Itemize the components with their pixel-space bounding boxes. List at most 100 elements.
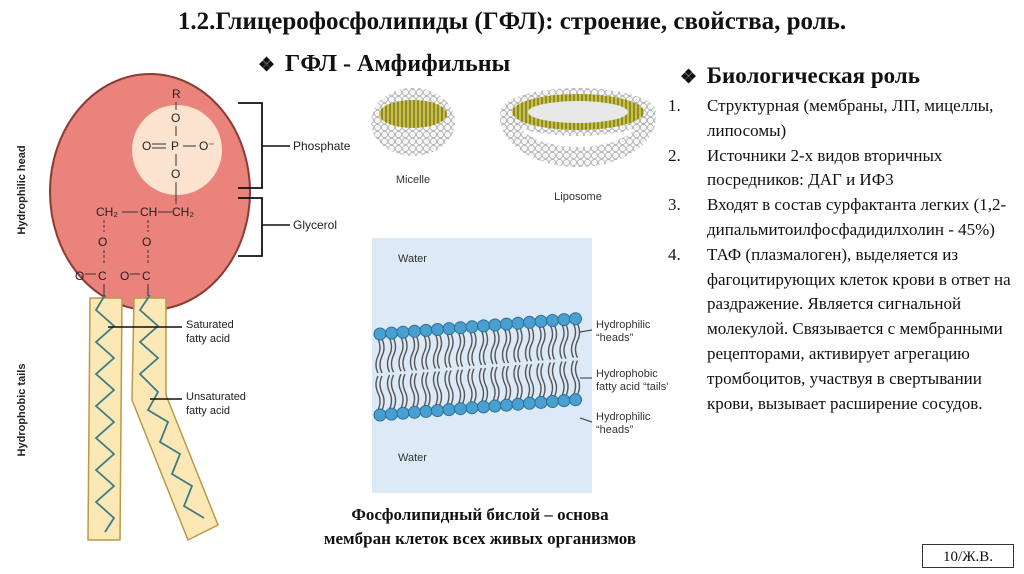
tails-label-line1: Hydrophobic [596,368,658,380]
lipid-tail [501,365,508,401]
lipid-tail [528,363,535,399]
slide-number: 10/Ж.В. [922,544,1014,568]
lipid-tail [471,368,477,404]
lipid-head [373,327,387,341]
lipid-tail [574,323,581,359]
lipid-head [477,400,490,414]
list-item: 1.Структурная (мембраны, ЛП, мицеллы, ли… [668,96,994,140]
lipid-tail [398,336,404,372]
lipid-tail [386,337,393,373]
subtitle-text: ГФЛ - Амфифильны [285,51,511,77]
lipid-tail [574,360,581,395]
lipid-head [569,312,582,326]
lipid-head [557,394,571,408]
liposome-interior [528,101,628,123]
heads-bottom-label-line2: “heads” [596,424,634,436]
unsaturated-label-line1: Unsaturated [186,391,246,403]
svg-text:CH₂: CH₂ [96,205,118,219]
subtitle: ❖ ГФЛ - Амфифильны [258,51,510,78]
svg-text:CH: CH [140,205,157,219]
lipid-tail [432,334,439,369]
lipid-tail [494,366,500,402]
lipid-head [523,315,536,329]
heads-top-label-line1: Hydrophilic [596,319,651,331]
lipid-head [511,316,525,330]
lipid-tail [536,363,542,398]
svg-text:P: P [171,139,179,153]
list-item: 4.ТАФ (плазмалоген), выделяется из фагоц… [668,244,1011,413]
lipid-tail [505,365,512,401]
lipid-head [488,318,502,332]
water-background [372,238,592,493]
lipid-tail [467,331,473,367]
lipid-tail [390,374,397,410]
lipid-head [373,408,387,422]
lipid-head [408,324,421,338]
lipid-tail [513,327,519,363]
lipid-head [454,402,467,416]
lipid-tail [563,324,569,359]
lipid-tail [478,330,485,366]
lipid-head [465,401,479,415]
lipid-tail [570,323,577,359]
svg-text:C: C [98,269,107,283]
lipid-tail [379,338,385,374]
bottom-heads-row [373,393,582,422]
micelle-liposome-diagram: Micelle Liposome [371,88,656,203]
lipid-tail [501,328,508,364]
lipid-tail [448,333,454,368]
lipid-tail [390,337,397,373]
hydrophilic-head-label: Hydrophilic head [16,145,28,234]
lipid-head [385,326,398,340]
lipid-head [419,404,433,418]
lipid-tail [386,374,393,410]
lipid-tail [536,326,542,361]
lipid-tail [379,375,385,411]
lipid-head [546,314,559,327]
lipid-tail [551,362,558,397]
lipid-tail [402,373,408,409]
lipid-tail [421,335,427,370]
lipid-head [419,323,433,337]
lipid-tail [413,336,420,371]
lipid-tail [547,362,554,397]
lipid-tail [490,366,496,402]
lipid-head [431,404,444,417]
lipid-tail [455,332,462,368]
svg-text:O: O [75,269,84,283]
lipid-tail [436,334,443,369]
water-bottom-label: Water [398,452,427,464]
lipid-tail [513,364,519,400]
lipid-head [500,398,513,412]
lipid-head [546,395,559,408]
lipid-head [534,395,548,409]
lipid-tail [425,372,431,407]
lipid-tail [540,326,546,361]
lipid-head [408,405,421,419]
heads-top-label-line2: “heads” [596,332,634,344]
lipid-tail [467,368,473,404]
lipid-tail [413,372,420,408]
lipid-head [396,406,410,420]
lipid-tail [482,367,489,403]
phosphate-label: Phosphate [293,139,351,153]
lipid-head [442,322,456,336]
svg-text:O: O [98,235,107,249]
lipid-head [488,399,502,413]
svg-text:CH₂: CH₂ [172,205,194,219]
bilayer-caption: Фосфолипидный бислой – основа мембран кл… [270,503,690,551]
heads-bottom-label-line1: Hydrophilic [596,411,651,423]
lipid-tail [459,369,466,404]
hydrophobic-tails-label: Hydrophobic tails [16,364,28,457]
liposome-outer [500,117,656,167]
caption-line2: мембран клеток всех живых организмов [323,529,637,548]
lipid-tail [528,327,535,362]
bio-role-heading: ❖ Биологическая роль [680,63,920,89]
saturated-label-line1: Saturated [186,319,234,331]
svg-text:O⁻: O⁻ [199,139,215,153]
lipid-tail [471,331,477,367]
lipid-tail [482,330,489,366]
diamond-bullet-icon: ❖ [680,67,698,88]
lipid-head [557,313,571,327]
bilayer-diagram: Water Water Hydrophilic “heads” Hydropho… [372,238,668,493]
